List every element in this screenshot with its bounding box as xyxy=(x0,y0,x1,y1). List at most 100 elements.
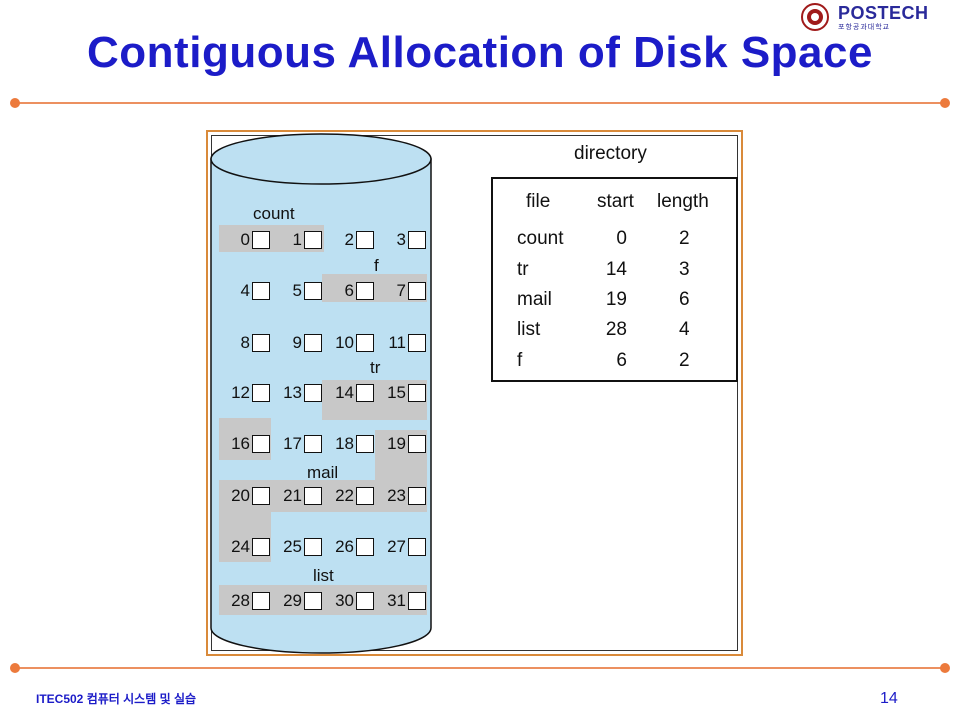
disk-block-27: 27 xyxy=(376,535,426,559)
block-number: 20 xyxy=(231,486,250,505)
block-number: 11 xyxy=(388,333,406,352)
block-number: 14 xyxy=(335,383,354,402)
bottom-divider-right-dot xyxy=(940,663,950,673)
disk-block-13: 13 xyxy=(272,381,322,405)
block-box xyxy=(304,487,322,505)
block-box xyxy=(408,282,426,300)
disk-block-23: 23 xyxy=(376,484,426,508)
bottom-divider-left-dot xyxy=(10,663,20,673)
row-length: 4 xyxy=(679,319,690,340)
file-label-tr: tr xyxy=(370,358,381,377)
row-file: f xyxy=(517,350,523,371)
block-box xyxy=(304,592,322,610)
disk-block-14: 14 xyxy=(324,381,374,405)
disk-block-22: 22 xyxy=(324,484,374,508)
block-box xyxy=(304,384,322,402)
disk-block-8: 8 xyxy=(220,331,270,355)
block-number: 15 xyxy=(387,383,406,402)
row-start: 28 xyxy=(605,319,627,340)
block-number: 10 xyxy=(335,333,354,352)
disk-block-6: 6 xyxy=(324,279,374,303)
disk-block-17: 17 xyxy=(272,432,322,456)
block-box xyxy=(408,487,426,505)
disk-block-16: 16 xyxy=(220,432,270,456)
block-box xyxy=(408,334,426,352)
top-divider-right-dot xyxy=(940,98,950,108)
block-box xyxy=(304,282,322,300)
block-number: 23 xyxy=(387,486,406,505)
block-box xyxy=(356,538,374,556)
row-start: 0 xyxy=(616,228,627,249)
disk-block-0: 0 xyxy=(220,228,270,252)
logo-subtext: 포항공과대학교 xyxy=(838,24,891,31)
block-number: 18 xyxy=(335,434,354,453)
row-length: 2 xyxy=(679,350,690,371)
disk-block-10: 10 xyxy=(324,331,374,355)
disk-block-28: 28 xyxy=(220,589,270,613)
logo-text: POSTECH xyxy=(838,3,929,23)
disk-block-5: 5 xyxy=(272,279,322,303)
block-number: 24 xyxy=(231,537,250,556)
bottom-divider xyxy=(14,667,946,669)
file-label-count: count xyxy=(253,204,295,223)
block-number: 28 xyxy=(231,591,250,610)
disk-block-9: 9 xyxy=(272,331,322,355)
disk-block-30: 30 xyxy=(324,589,374,613)
block-box xyxy=(408,592,426,610)
block-number: 13 xyxy=(283,383,302,402)
block-number: 0 xyxy=(240,230,250,249)
block-number: 29 xyxy=(283,591,302,610)
slide-title: Contiguous Allocation of Disk Space xyxy=(87,28,873,77)
university-seal-icon xyxy=(801,3,829,31)
disk-block-7: 7 xyxy=(376,279,426,303)
disk-block-20: 20 xyxy=(220,484,270,508)
row-start: 6 xyxy=(616,350,627,371)
block-box xyxy=(356,231,374,249)
block-box xyxy=(356,592,374,610)
row-file: tr xyxy=(517,259,529,280)
page-number: 14 xyxy=(880,690,898,707)
postech-logo: POSTECH 포항공과대학교 xyxy=(800,2,928,32)
block-box xyxy=(252,487,270,505)
block-box xyxy=(408,538,426,556)
disk-block-18: 18 xyxy=(324,432,374,456)
block-number: 3 xyxy=(396,230,406,249)
disk-block-19: 19 xyxy=(376,432,426,456)
disk-block-29: 29 xyxy=(272,589,322,613)
block-box xyxy=(408,384,426,402)
header-length: length xyxy=(657,191,709,212)
block-number: 30 xyxy=(335,591,354,610)
block-number: 1 xyxy=(292,230,302,249)
block-number: 8 xyxy=(240,333,250,352)
disk-block-2: 2 xyxy=(324,228,374,252)
block-box xyxy=(304,538,322,556)
block-box xyxy=(356,282,374,300)
top-divider xyxy=(14,102,946,104)
block-box xyxy=(252,384,270,402)
directory-table xyxy=(491,177,738,382)
directory-title: directory xyxy=(574,143,647,164)
disk-block-31: 31 xyxy=(376,589,426,613)
block-number: 22 xyxy=(335,486,354,505)
block-box xyxy=(304,435,322,453)
block-number: 25 xyxy=(283,537,302,556)
block-box xyxy=(408,231,426,249)
block-box xyxy=(356,487,374,505)
block-box xyxy=(252,435,270,453)
disk-block-15: 15 xyxy=(376,381,426,405)
header-start: start xyxy=(597,191,634,212)
block-number: 2 xyxy=(344,230,354,249)
disk-block-1: 1 xyxy=(272,228,322,252)
file-label-list: list xyxy=(313,566,334,585)
row-length: 6 xyxy=(679,289,690,310)
top-divider-left-dot xyxy=(10,98,20,108)
block-box xyxy=(408,435,426,453)
disk-block-12: 12 xyxy=(220,381,270,405)
block-box xyxy=(252,538,270,556)
block-number: 5 xyxy=(292,281,302,300)
block-number: 27 xyxy=(387,537,406,556)
row-file: count xyxy=(517,228,564,249)
block-number: 4 xyxy=(240,281,250,300)
block-box xyxy=(304,231,322,249)
